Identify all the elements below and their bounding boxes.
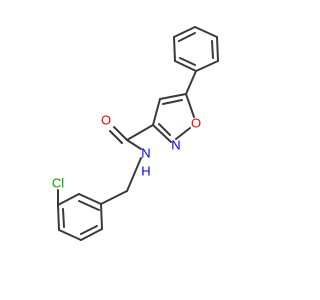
bond-bz-5b xyxy=(62,208,65,228)
bond-bz-3b xyxy=(80,225,98,235)
bond-bz-2 xyxy=(100,203,103,230)
bond-ph-2 xyxy=(216,36,219,62)
bonds xyxy=(57,26,219,241)
bond-c3-ccarbonyl xyxy=(126,124,154,141)
bond-c5-c4 xyxy=(159,93,187,100)
bond-ph-6 xyxy=(173,26,196,38)
atom-n-amide: N xyxy=(141,146,150,161)
atom-o-carbonyl: O xyxy=(101,113,111,128)
atom-cl: Cl xyxy=(52,176,64,191)
bond-c5-c4-double xyxy=(162,99,183,105)
bond-co-2 xyxy=(109,130,123,144)
bond-bz-3 xyxy=(80,228,103,241)
bond-namide-ch2 xyxy=(126,157,142,192)
bond-ch2-ring xyxy=(100,190,128,205)
bond-co-1 xyxy=(113,126,128,141)
bond-ph-c5 xyxy=(185,70,197,95)
bond-ph-5 xyxy=(173,36,176,62)
bond-bz-4 xyxy=(58,229,82,241)
bond-bz-1b xyxy=(78,200,100,211)
atom-o-ring: O xyxy=(191,116,201,131)
bond-o-c5 xyxy=(185,93,195,118)
atom-labels: O N H N O Cl xyxy=(52,113,201,191)
bond-bz-6 xyxy=(57,193,80,206)
bond-ph-4b xyxy=(179,57,196,66)
bond-c3-n-double xyxy=(158,123,171,136)
bond-ph-3 xyxy=(195,60,219,72)
bond-ph-2b xyxy=(211,40,214,59)
bond-c3-n xyxy=(152,124,172,143)
atom-n-ring: N xyxy=(171,138,180,153)
bond-ph-1 xyxy=(194,26,218,38)
bond-ph-6b xyxy=(178,32,196,42)
bond-n-o xyxy=(175,127,191,140)
bond-c4-c3 xyxy=(152,98,161,126)
bond-ph-4 xyxy=(174,60,197,72)
bond-bz-5 xyxy=(57,204,60,231)
bond-c-namide xyxy=(126,139,142,150)
bond-bz-1 xyxy=(78,193,102,205)
atom-h-amide: H xyxy=(141,164,150,179)
molecule-diagram: O N H N O Cl xyxy=(51,26,219,241)
